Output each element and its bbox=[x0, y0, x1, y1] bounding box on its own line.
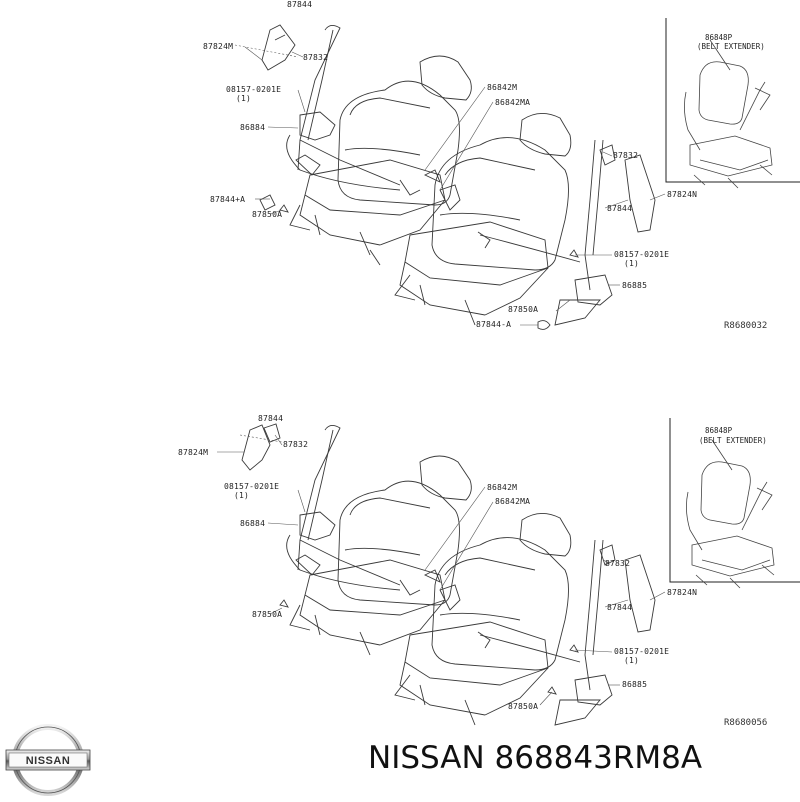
logo-wordmark: NISSAN bbox=[26, 755, 71, 767]
label-86885: 86885 bbox=[622, 281, 648, 290]
label-87832-right: 87832 bbox=[605, 559, 631, 568]
label-86884: 86884 bbox=[240, 519, 266, 528]
label-87850a-right: 87850A bbox=[508, 702, 539, 711]
label-08157-right: 08157-0201E bbox=[614, 250, 670, 259]
reference-code: R8680032 bbox=[724, 321, 768, 331]
label-87824m: 87824M bbox=[203, 42, 234, 51]
label-87844-right: 87844 bbox=[607, 603, 633, 612]
page-title: NISSAN 868843RM8A bbox=[368, 740, 703, 776]
label-08157-right-qty: (1) bbox=[624, 656, 640, 665]
label-87850a-right: 87850A bbox=[508, 305, 539, 314]
label-08157-right: 08157-0201E bbox=[614, 647, 670, 656]
label-86842ma: 86842MA bbox=[495, 98, 531, 107]
label-86842m: 86842M bbox=[487, 83, 518, 92]
inset-part-description: (BELT EXTENDER) bbox=[699, 436, 767, 445]
inset-part-number: 86848P bbox=[705, 33, 733, 42]
label-87850a-left: 87850A bbox=[252, 210, 283, 219]
label-87832-left: 87832 bbox=[303, 53, 329, 62]
label-87832-left: 87832 bbox=[283, 440, 309, 449]
label-87844-top: 87844 bbox=[287, 0, 313, 9]
label-86885: 86885 bbox=[622, 680, 648, 689]
reference-code: R8680056 bbox=[724, 718, 768, 728]
label-08157-left: 08157-0201E bbox=[226, 85, 282, 94]
label-87844-right: 87844 bbox=[607, 204, 633, 213]
inset-part-number: 86848P bbox=[705, 426, 733, 435]
diagram-bottom: 87844 87824M 87832 08157-0201E (1) 86884… bbox=[0, 400, 800, 780]
label-08157-right-qty: (1) bbox=[624, 259, 640, 268]
inset-part-description: (BELT EXTENDER) bbox=[697, 42, 765, 51]
label-87850a-left: 87850A bbox=[252, 610, 283, 619]
label-87824n: 87824N bbox=[667, 190, 698, 199]
seat-belt-illustration bbox=[217, 418, 800, 726]
diagram-top: 87844 87824M 87832 08157-0201E (1) 86884… bbox=[0, 0, 800, 380]
label-86884: 86884 bbox=[240, 123, 266, 132]
label-87844-top: 87844 bbox=[258, 414, 284, 423]
nissan-logo: NISSAN bbox=[4, 722, 92, 798]
label-08157-left-qty: (1) bbox=[234, 491, 250, 500]
label-87824n: 87824N bbox=[667, 588, 698, 597]
label-87844a-right: 87844-A bbox=[476, 320, 512, 329]
label-86842ma: 86842MA bbox=[495, 497, 531, 506]
label-08157-left-qty: (1) bbox=[236, 94, 252, 103]
label-87832-right: 87832 bbox=[613, 151, 639, 160]
label-87824m: 87824M bbox=[178, 448, 209, 457]
seat-belt-illustration bbox=[234, 18, 800, 330]
label-86842m: 86842M bbox=[487, 483, 518, 492]
label-08157-left: 08157-0201E bbox=[224, 482, 280, 491]
label-87844a-left: 87844+A bbox=[210, 195, 246, 204]
